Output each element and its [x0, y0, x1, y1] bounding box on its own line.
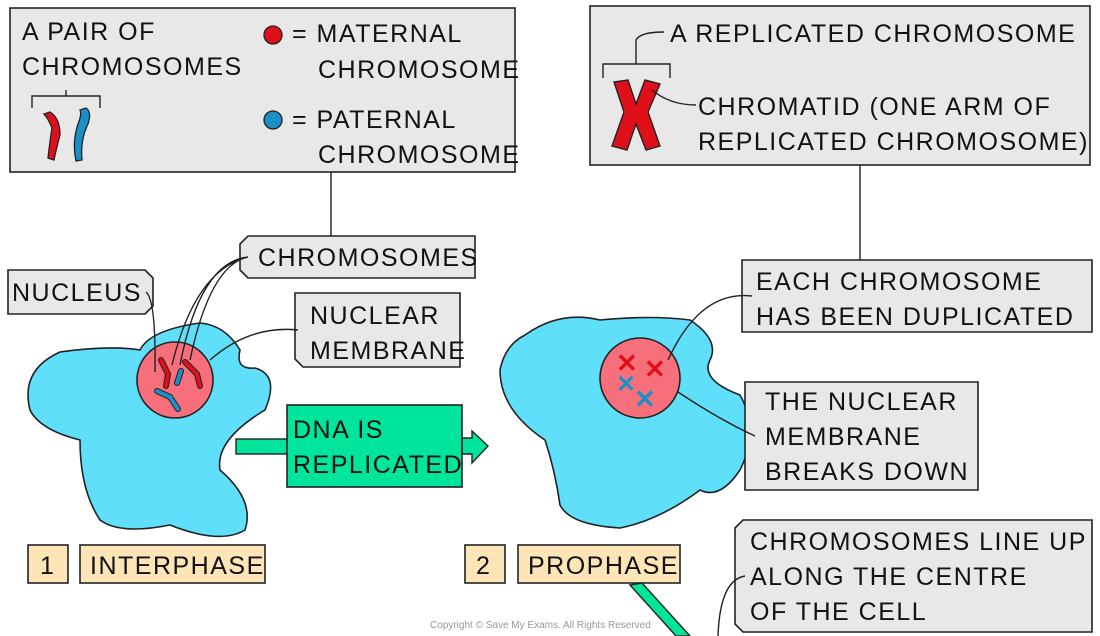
arrow-text: DNA IS: [293, 416, 384, 444]
key-pair-text: A PAIR OF: [22, 18, 156, 46]
duplicated-label-2: HAS BEEN DUPLICATED: [756, 303, 1074, 331]
line-up-label-3: OF THE CELL: [750, 598, 927, 626]
svg-text:✕: ✕: [616, 371, 638, 398]
breaks-label-2: MEMBRANE: [765, 423, 921, 451]
line-up-callout: [734, 519, 1093, 633]
nuclear-membrane-label-2: MEMBRANE: [310, 337, 466, 365]
maternal-chromosome-icon: [42, 111, 61, 161]
prophase-nucleus: [599, 337, 681, 419]
membrane-breaks-callout: [744, 381, 979, 491]
replication-arrow: DNA IS REPLICATED: [235, 404, 489, 488]
nuclear-membrane-label: NUCLEAR: [310, 302, 440, 330]
duplicated-callout: [741, 259, 1093, 333]
stage-number-1: [27, 544, 69, 584]
svg-text:✕: ✕: [616, 348, 639, 378]
stage-1-name: INTERPHASE: [90, 552, 265, 580]
paternal-dot-icon: [263, 110, 283, 130]
chromosome-key-box: A PAIR OF CHROMOSOMES = MATERNAL CHROMOS…: [9, 7, 521, 173]
stage-name-2: [517, 544, 681, 584]
stage-name-1: [79, 544, 266, 584]
chromatid-text: CHROMATID (ONE ARM OF: [698, 93, 1051, 121]
maternal-text-2: CHROMOSOME: [318, 56, 521, 84]
replicated-title: A REPLICATED CHROMOSOME: [670, 20, 1076, 48]
key-pair-text-2: CHROMOSOMES: [22, 53, 243, 81]
prophase-cell: [499, 316, 751, 529]
paternal-text-2: CHROMOSOME: [318, 141, 521, 169]
paternal-chromosome-icon: [73, 107, 91, 162]
stage-number-2: [464, 544, 506, 584]
copyright: Copyright © Save My Exams. All Rights Re…: [430, 620, 651, 631]
nucleus-label: NUCLEUS: [12, 279, 142, 307]
line-up-label: CHROMOSOMES LINE UP: [750, 528, 1087, 556]
next-arrow: [628, 582, 691, 636]
line-up-label-2: ALONG THE CENTRE: [750, 563, 1028, 591]
breaks-label: THE NUCLEAR: [765, 388, 958, 416]
chromatid-text-2: REPLICATED CHROMOSOME): [698, 128, 1089, 156]
stage-1-number: 1: [40, 552, 55, 580]
breaks-label-3: BREAKS DOWN: [765, 458, 969, 486]
maternal-text: = MATERNAL: [292, 20, 463, 48]
stage-2-name: PROPHASE: [528, 552, 679, 580]
maternal-dot-icon: [263, 25, 283, 45]
svg-text:✕: ✕: [644, 354, 667, 384]
arrow-text-2: REPLICATED: [293, 451, 463, 479]
nucleus-callout: [7, 269, 154, 315]
svg-text:✕: ✕: [634, 384, 657, 414]
stage-2-number: 2: [476, 552, 491, 580]
bracket: [31, 90, 101, 108]
duplicated-label: EACH CHROMOSOME: [756, 268, 1042, 296]
replicated-chromosome-icon: [611, 79, 661, 151]
nuclear-membrane-callout: [294, 292, 461, 368]
chromosomes-label: CHROMOSOMES: [258, 244, 479, 272]
chromosomes-callout: [239, 235, 476, 279]
replicated-chromosome-box: A REPLICATED CHROMOSOME CHROMATID (ONE A…: [589, 5, 1091, 166]
paternal-text: = PATERNAL: [292, 106, 457, 134]
